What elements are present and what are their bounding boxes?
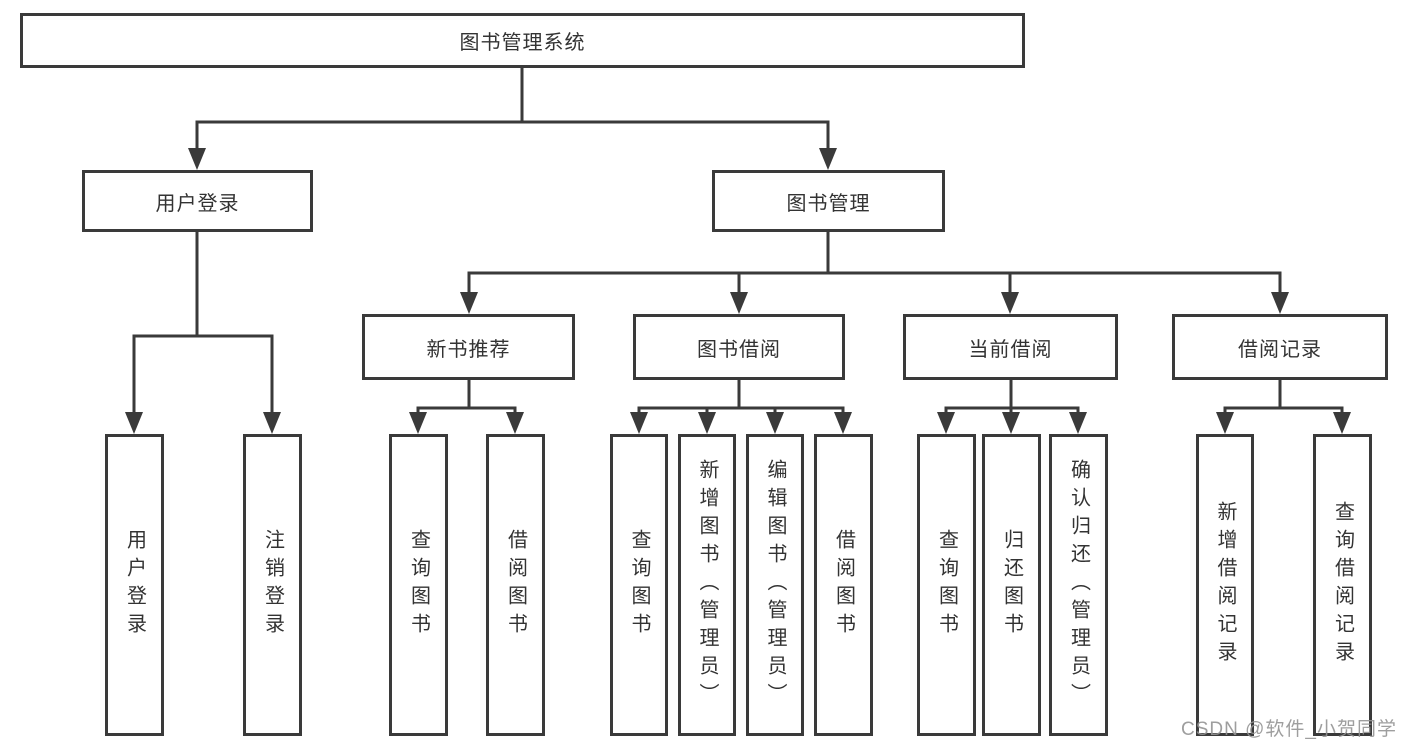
node-label: 查询图书 xyxy=(407,529,430,641)
arrowhead xyxy=(1001,292,1019,314)
node-label: 确认归还（管理员） xyxy=(1067,459,1090,711)
arrowhead xyxy=(460,292,478,314)
leaf-add-borrow-record: 新增借阅记录 xyxy=(1196,434,1254,736)
node-new-book-recommendation: 新书推荐 xyxy=(362,314,575,380)
connector-bookmgmt-bus xyxy=(467,271,1282,294)
leaf-borrowing-add-books-admin: 新增图书（管理员） xyxy=(678,434,736,736)
arrowhead xyxy=(937,412,955,434)
connector-userlogin-bus xyxy=(132,334,274,414)
arrowhead xyxy=(188,148,206,170)
node-label: 新书推荐 xyxy=(426,338,511,361)
leaf-borrowing-borrow-books: 借阅图书 xyxy=(814,434,873,736)
arrowhead xyxy=(766,412,784,434)
node-label: 当前借阅 xyxy=(968,338,1053,361)
leaf-query-borrow-record: 查询借阅记录 xyxy=(1313,434,1372,736)
arrowhead xyxy=(263,412,281,434)
node-label: 新增图书（管理员） xyxy=(696,459,718,711)
node-label: 新增借阅记录 xyxy=(1214,501,1236,669)
node-label: 查询借阅记录 xyxy=(1331,501,1354,669)
arrowhead xyxy=(630,412,648,434)
arrowhead xyxy=(730,292,748,314)
node-borrowing-records: 借阅记录 xyxy=(1172,314,1388,380)
arrowhead xyxy=(409,412,427,434)
node-label: 借阅记录 xyxy=(1238,338,1322,361)
node-user-login: 用户登录 xyxy=(82,170,313,232)
connector-bookborrow-bus xyxy=(637,406,845,414)
node-book-management: 图书管理 xyxy=(712,170,945,232)
node-label: 图书管理系统 xyxy=(459,32,586,54)
connector-root-bus xyxy=(195,120,830,150)
leaf-current-confirm-return-admin: 确认归还（管理员） xyxy=(1049,434,1108,736)
connector-borrowrecord-bus xyxy=(1223,406,1344,414)
node-label: 查询图书 xyxy=(628,529,650,641)
arrowhead xyxy=(1002,412,1020,434)
arrowhead xyxy=(834,412,852,434)
arrowhead xyxy=(1069,412,1087,434)
arrowhead xyxy=(1271,292,1289,314)
arrowhead xyxy=(506,412,524,434)
node-label: 借阅图书 xyxy=(504,529,527,641)
node-label: 用户登录 xyxy=(155,192,240,215)
leaf-recommendation-query-books: 查询图书 xyxy=(389,434,448,736)
leaf-borrowing-edit-books-admin: 编辑图书（管理员） xyxy=(746,434,804,736)
node-label: 图书借阅 xyxy=(697,338,781,361)
node-current-borrowing: 当前借阅 xyxy=(903,314,1118,380)
arrowhead xyxy=(819,148,837,170)
leaf-current-return-books: 归还图书 xyxy=(982,434,1041,736)
node-book-borrowing: 图书借阅 xyxy=(633,314,845,380)
arrowhead xyxy=(1333,412,1351,434)
node-root-book-management-system: 图书管理系统 xyxy=(20,13,1025,68)
node-label: 查询图书 xyxy=(935,529,958,641)
node-label: 借阅图书 xyxy=(832,529,855,641)
leaf-borrowing-query-books: 查询图书 xyxy=(610,434,668,736)
node-label: 归还图书 xyxy=(1000,529,1023,641)
arrowhead xyxy=(125,412,143,434)
node-label: 图书管理 xyxy=(786,192,871,215)
csdn-watermark: CSDN @软件_小贺同学 xyxy=(1181,719,1397,740)
connector-newbookrec-bus xyxy=(416,406,517,414)
node-label: 注销登录 xyxy=(261,529,284,641)
arrowhead xyxy=(1216,412,1234,434)
leaf-user-login: 用户登录 xyxy=(105,434,164,736)
leaf-logout: 注销登录 xyxy=(243,434,302,736)
node-label: 编辑图书（管理员） xyxy=(764,459,786,711)
node-label: 用户登录 xyxy=(123,529,146,641)
leaf-current-query-books: 查询图书 xyxy=(917,434,976,736)
arrowhead xyxy=(698,412,716,434)
leaf-recommendation-borrow-books: 借阅图书 xyxy=(486,434,545,736)
